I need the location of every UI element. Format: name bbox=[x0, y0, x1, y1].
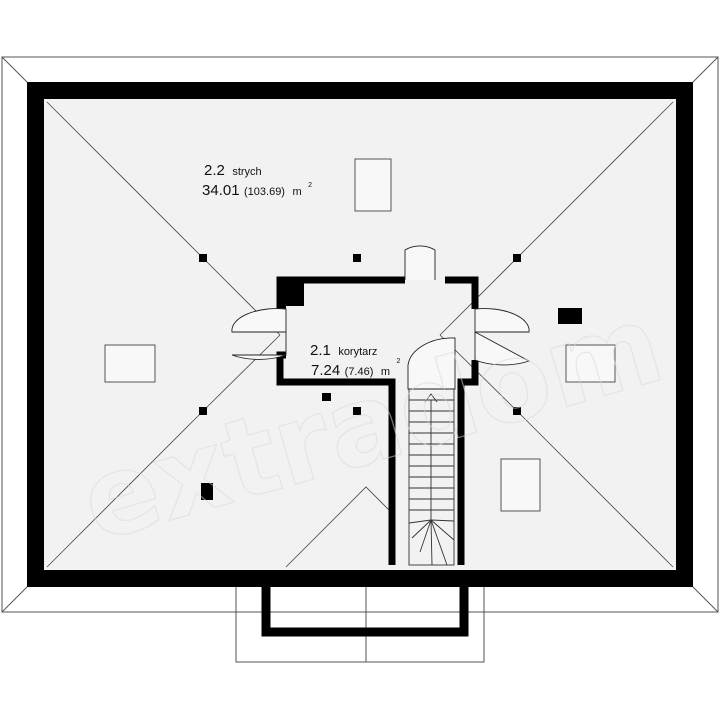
room-label-corridor: 2.1 korytarz 7.24 (7.46) m 2 bbox=[310, 342, 400, 379]
door-swing bbox=[231, 308, 287, 333]
skylight bbox=[500, 458, 541, 512]
svg-text:7.24 (7.46) m: 7.24 (7.46) m 2 bbox=[311, 358, 400, 379]
chimney-block bbox=[282, 282, 304, 306]
area-unit: m bbox=[381, 366, 390, 378]
stairs bbox=[408, 388, 455, 566]
svg-text:2.1 korytarz: 2.1 korytarz bbox=[310, 342, 377, 359]
skylights bbox=[104, 158, 616, 512]
area-unit-exponent: 2 bbox=[396, 358, 400, 365]
room-area-gross: (7.46) bbox=[345, 366, 374, 378]
room-number: 2.1 bbox=[310, 342, 331, 359]
door-swing bbox=[474, 308, 530, 333]
room-area: 34.01 bbox=[202, 182, 240, 199]
porch-wall bbox=[261, 582, 469, 637]
area-unit-exponent: 2 bbox=[308, 182, 312, 189]
room-number: 2.2 bbox=[204, 162, 225, 179]
area-unit: m bbox=[292, 186, 301, 198]
room-name: korytarz bbox=[338, 346, 377, 358]
skylight bbox=[354, 158, 392, 212]
door-swing bbox=[474, 331, 531, 366]
roof-overhang bbox=[1, 56, 719, 613]
svg-text:34.01 (103.69) m: 34.01 (103.69) m 2 bbox=[202, 182, 312, 199]
skylight bbox=[565, 344, 616, 383]
porch-roof bbox=[235, 582, 485, 663]
room-name: strych bbox=[232, 166, 261, 178]
svg-text:2.2 strych: 2.2 strych bbox=[204, 162, 262, 179]
door-swings bbox=[231, 245, 531, 390]
exterior-wall bbox=[27, 82, 693, 587]
room-area-gross: (103.69) bbox=[244, 186, 285, 198]
door-swing bbox=[231, 332, 287, 360]
door-swing bbox=[407, 337, 456, 390]
column-markers bbox=[199, 254, 582, 500]
skylight bbox=[104, 344, 156, 383]
room-area: 7.24 bbox=[311, 362, 340, 379]
door-swing bbox=[404, 245, 436, 280]
room-label-attic: 2.2 strych 34.01 (103.69) m 2 bbox=[202, 162, 312, 199]
